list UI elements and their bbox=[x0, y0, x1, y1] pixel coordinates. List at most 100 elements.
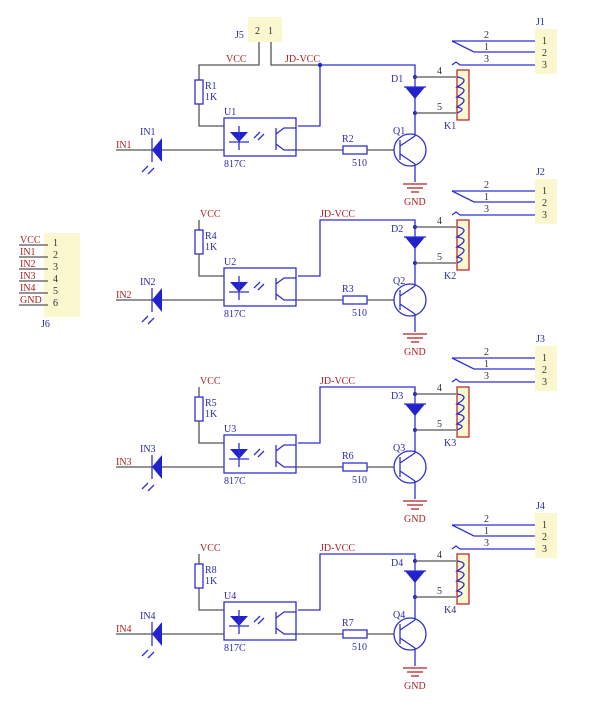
pullup-to-opto-wire bbox=[198, 588, 224, 611]
opto-ref: U2 bbox=[224, 257, 236, 268]
contact-label-3: 3 bbox=[484, 371, 489, 382]
pullup-resistor bbox=[194, 396, 204, 422]
opto-collector-wire bbox=[298, 65, 321, 127]
j6-net-label: VCC bbox=[20, 235, 41, 246]
gnd-label: GND bbox=[404, 681, 426, 692]
relay-pin-5: 5 bbox=[437, 586, 442, 597]
relay-pin-5: 5 bbox=[437, 102, 442, 113]
opto-light-arrows-icon bbox=[253, 448, 265, 458]
jumper-j5: 2 1 J5 bbox=[198, 17, 320, 80]
contact-label-2: 2 bbox=[484, 347, 489, 358]
j5-pin-1: 1 bbox=[268, 26, 273, 37]
terminal-pin: 1 bbox=[542, 36, 547, 47]
led-light-arrows-icon bbox=[141, 649, 155, 659]
gnd-label: GND bbox=[404, 197, 426, 208]
contact-label-2: 2 bbox=[484, 514, 489, 525]
pullup-value: 1K bbox=[205, 242, 218, 253]
transistor-ref: Q3 bbox=[393, 443, 405, 454]
pullup-ref: R4 bbox=[205, 231, 217, 242]
j6-pin-number: 5 bbox=[53, 286, 58, 297]
base-resistor-ref: R2 bbox=[342, 134, 354, 145]
pullup-to-opto-wire bbox=[198, 254, 224, 277]
optocoupler-body bbox=[223, 601, 297, 641]
pullup-to-opto-wire bbox=[198, 104, 224, 127]
opto-phototransistor-icon bbox=[275, 444, 296, 468]
flyback-diode-icon bbox=[405, 404, 425, 416]
j5-ref: J5 bbox=[235, 30, 244, 41]
terminal-pin: 1 bbox=[542, 353, 547, 364]
input-led-icon bbox=[152, 288, 162, 312]
base-resistor bbox=[342, 145, 368, 155]
j6-pin-number: 2 bbox=[53, 250, 58, 261]
ground-icon bbox=[403, 333, 427, 343]
opto-ref: U1 bbox=[224, 107, 236, 118]
npn-transistor-icon bbox=[393, 133, 427, 167]
pullup-ref: R5 bbox=[205, 398, 217, 409]
opto-ref: U4 bbox=[224, 591, 236, 602]
jdvcc-label: JD-VCC bbox=[285, 54, 320, 65]
relay-coil-icon bbox=[455, 560, 465, 598]
vcc-label: VCC bbox=[200, 209, 221, 220]
terminal-pin: 2 bbox=[542, 48, 547, 59]
terminal-pin: 2 bbox=[542, 365, 547, 376]
pullup-value: 1K bbox=[205, 409, 218, 420]
jdvcc-rail bbox=[298, 386, 416, 444]
flyback-diode-icon bbox=[405, 87, 425, 99]
contact-label-1: 1 bbox=[484, 359, 489, 370]
contact-switch-arm bbox=[451, 524, 535, 537]
opto-part: 817C bbox=[224, 476, 246, 487]
relay-pin-5: 5 bbox=[437, 252, 442, 263]
npn-symbol bbox=[399, 135, 416, 165]
pullup-to-opto-wire bbox=[198, 421, 224, 444]
contact-label-1: 1 bbox=[484, 526, 489, 537]
contact-wire-3 bbox=[451, 378, 535, 383]
input-led-icon bbox=[152, 138, 162, 162]
terminal-body bbox=[535, 346, 557, 391]
terminal-pin: 3 bbox=[542, 60, 547, 71]
ground-icon bbox=[403, 667, 427, 677]
gnd-label: GND bbox=[404, 347, 426, 358]
pullup-ref: R8 bbox=[205, 565, 217, 576]
vcc-label: VCC bbox=[200, 543, 221, 554]
opto-light-arrows-icon bbox=[253, 615, 265, 625]
diode-ref: D3 bbox=[391, 391, 403, 402]
terminal-ref: J4 bbox=[536, 501, 545, 512]
diode-ref: D1 bbox=[391, 74, 403, 85]
terminal-ref: J3 bbox=[536, 334, 545, 345]
relay-ref: K2 bbox=[444, 271, 456, 282]
contact-wire-3 bbox=[451, 211, 535, 216]
j6-pin-number: 4 bbox=[53, 274, 58, 285]
relay-pin-4: 4 bbox=[437, 550, 442, 561]
j6-net-label: IN3 bbox=[20, 271, 36, 282]
transistor-ref: Q2 bbox=[393, 276, 405, 287]
relay-coil-icon bbox=[455, 393, 465, 431]
pullup-ref: R1 bbox=[205, 81, 217, 92]
pullup-resistor bbox=[194, 79, 204, 105]
terminal-ref: J1 bbox=[536, 17, 545, 28]
j5-body bbox=[248, 17, 282, 42]
contact-label-2: 2 bbox=[484, 180, 489, 191]
vcc-label: VCC bbox=[200, 376, 221, 387]
input-label: IN1 bbox=[116, 140, 132, 151]
base-resistor-value: 510 bbox=[352, 158, 367, 169]
optocoupler-body bbox=[223, 117, 297, 157]
j5-vcc-wire bbox=[198, 42, 260, 80]
relay-ref: K1 bbox=[444, 121, 456, 132]
opto-light-arrows-icon bbox=[253, 131, 265, 141]
led-light-arrows-icon bbox=[141, 482, 155, 492]
base-resistor bbox=[342, 295, 368, 305]
relay-pin-5: 5 bbox=[437, 419, 442, 430]
relay-pin-4: 4 bbox=[437, 66, 442, 77]
base-resistor-value: 510 bbox=[352, 308, 367, 319]
terminal-pin: 1 bbox=[542, 520, 547, 531]
transistor-ref: Q1 bbox=[393, 126, 405, 137]
contact-label-3: 3 bbox=[484, 204, 489, 215]
flyback-diode-icon bbox=[405, 237, 425, 249]
input-led-ref: IN4 bbox=[140, 611, 156, 622]
contact-label-1: 1 bbox=[484, 42, 489, 53]
